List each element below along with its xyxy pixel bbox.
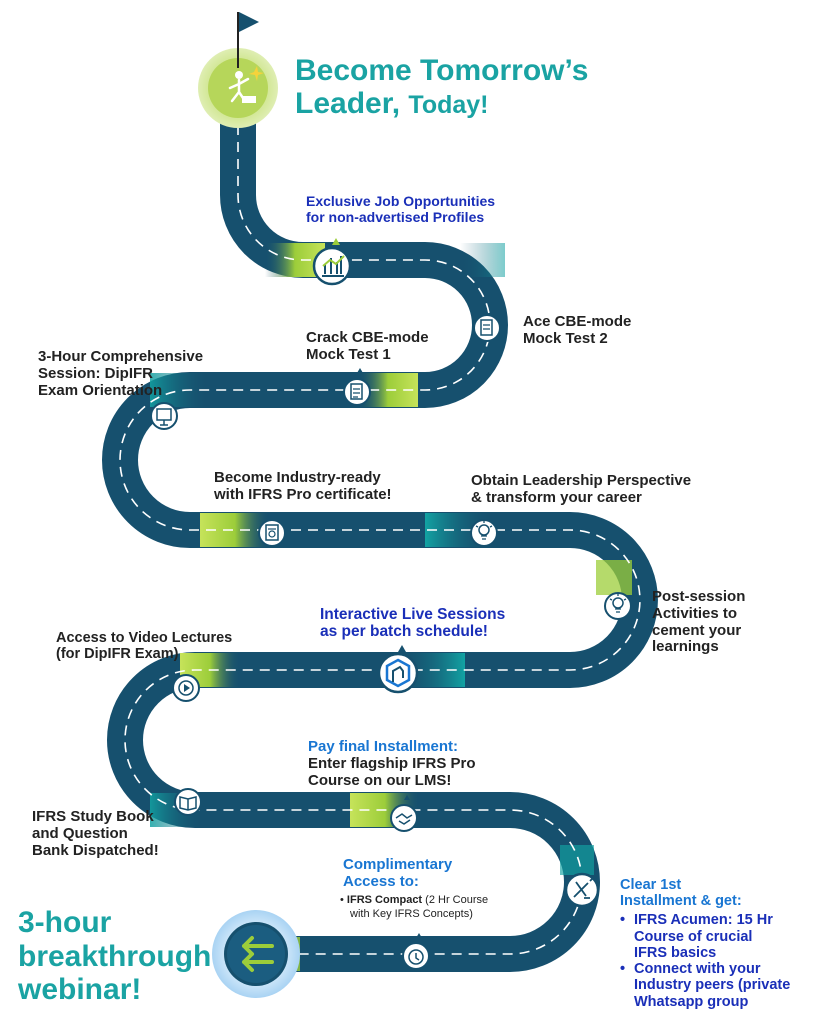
label-line: with IFRS Pro certificate! [214, 485, 392, 503]
hero-bottom-line1: 3-hour [18, 906, 112, 939]
milestone-complimentary-bullet: • IFRS Compact (2 Hr Course with Key IFR… [340, 894, 489, 921]
milestone-ace-cbe: Ace CBE-mode Mock Test 2 [523, 313, 632, 348]
first-installment-bullets: IFRS Acumen: 15 Hr Course of crucial IFR… [620, 912, 790, 1009]
hero-top-line2a: Leader, [295, 87, 401, 120]
milestone-live-sessions: Interactive Live Sessions as per batch s… [320, 606, 505, 641]
label-line: and Question [32, 824, 128, 842]
label-line: Exam Orientation [38, 381, 163, 399]
label-line: Exclusive Job Opportunities [306, 193, 496, 209]
milestone-exclusive-jobs: Exclusive Job Opportunities for non-adve… [306, 193, 496, 225]
milestone-leadership: Obtain Leadership Perspective & transfor… [471, 472, 692, 507]
milestone-orientation: 3-Hour Comprehensive Session: DipIFR Exa… [38, 348, 204, 399]
milestone-video-lectures: Access to Video Lectures (for DipIFR Exa… [56, 630, 232, 662]
bullet-line: Industry peers (private [634, 977, 791, 994]
label-line: Session: DipIFR [38, 364, 154, 382]
bullet-line: IFRS basics [634, 944, 717, 961]
tools-icon [564, 872, 600, 908]
label-line: & transform your career [471, 488, 642, 506]
flag-icon [237, 12, 259, 68]
label-line: Become Industry-ready [214, 469, 381, 486]
achiever-badge [198, 48, 278, 128]
label-line: Interactive Live Sessions [320, 606, 506, 623]
lightbulb-brain-icon [470, 519, 498, 547]
milestone-study-book: IFRS Study Book and Question Bank Dispat… [32, 808, 159, 859]
label-line: Access to: [343, 872, 419, 890]
label-title: Pay final Installment: [308, 738, 459, 755]
time-icon [402, 933, 430, 970]
label-line: Access to Video Lectures [56, 630, 233, 646]
presentation-icon [150, 402, 178, 430]
label-line: Mock Test 2 [523, 329, 608, 347]
milestone-first-installment: Clear 1st Installment & get: IFRS Acumen… [620, 877, 790, 1010]
bullet-item: IFRS Acumen: 15 Hr Course of crucial IFR… [620, 912, 790, 961]
achiever-icon [228, 71, 256, 103]
milestone-complimentary-title: Complimentary Access to: [343, 856, 453, 891]
label-line: for non-advertised Profiles [306, 208, 485, 225]
label-line: Course on our LMS! [308, 771, 452, 789]
label-line: Complimentary [343, 856, 453, 873]
checklist-icon [343, 368, 371, 406]
label-line: as per batch schedule! [320, 623, 488, 641]
certificate-icon [258, 519, 286, 547]
arrows-icon [242, 936, 274, 972]
bullet-line: Whatsapp group [634, 993, 749, 1010]
label-line: (for DipIFR Exam) [56, 646, 179, 663]
milestone-post-session: Post-session Activities to cement your l… [652, 588, 746, 656]
label-line: Mock Test 1 [306, 345, 391, 363]
milestone-industry-ready: Become Industry-ready with IFRS Pro cert… [214, 469, 392, 504]
test-icon [473, 314, 501, 342]
label-line: Enter flagship IFRS Pro [308, 754, 476, 772]
bullet-line: Connect with your [634, 961, 761, 978]
label-line: Ace CBE-mode [523, 313, 632, 330]
bullet-text: (2 Hr Course [425, 894, 489, 906]
hero-top-line2b: Today! [408, 91, 489, 119]
milestone-final-installment: Pay final Installment: Enter flagship IF… [308, 738, 476, 789]
label-line: IFRS Study Book [32, 808, 154, 825]
milestone-crack-cbe: Crack CBE-mode Mock Test 1 [306, 329, 429, 364]
label-line: Bank Dispatched! [32, 841, 159, 859]
book-icon [174, 788, 202, 816]
bullet-bold: IFRS Compact [346, 894, 423, 906]
road-center-line [119, 125, 641, 955]
logo-icon [377, 645, 419, 694]
label-line: learnings [652, 638, 719, 656]
play-icon [172, 674, 200, 702]
bullet-text: with Key IFRS Concepts) [350, 908, 473, 921]
hero-heading-top: Become Tomorrow’s Leader, Today! [295, 54, 588, 120]
chart-icon [312, 238, 352, 286]
label-line: 3-Hour Comprehensive [38, 348, 204, 365]
label-title: Clear 1st [620, 877, 682, 893]
start-badge [212, 910, 300, 998]
label-title: Installment & get: [620, 893, 742, 910]
bullet-line: Course of crucial [634, 928, 753, 945]
lightbulb-icon [604, 592, 632, 620]
hero-bottom-line2: breakthrough [18, 939, 212, 973]
label-line: Post-session [652, 588, 746, 605]
label-line: Activities to [652, 604, 738, 622]
hero-heading-bottom: 3-hour breakthrough webinar! [18, 906, 211, 1007]
hero-bottom-line3: webinar! [18, 973, 142, 1007]
label-line: cement your [652, 621, 742, 639]
bullet-line: IFRS Acumen: 15 Hr [634, 912, 773, 929]
label-line: Obtain Leadership Perspective [471, 472, 692, 489]
label-line: Crack CBE-mode [306, 329, 429, 346]
hero-top-line1: Become Tomorrow’s [295, 54, 589, 87]
handshake-icon [390, 795, 418, 832]
bullet-item: Connect with your Industry peers (privat… [620, 961, 790, 1010]
